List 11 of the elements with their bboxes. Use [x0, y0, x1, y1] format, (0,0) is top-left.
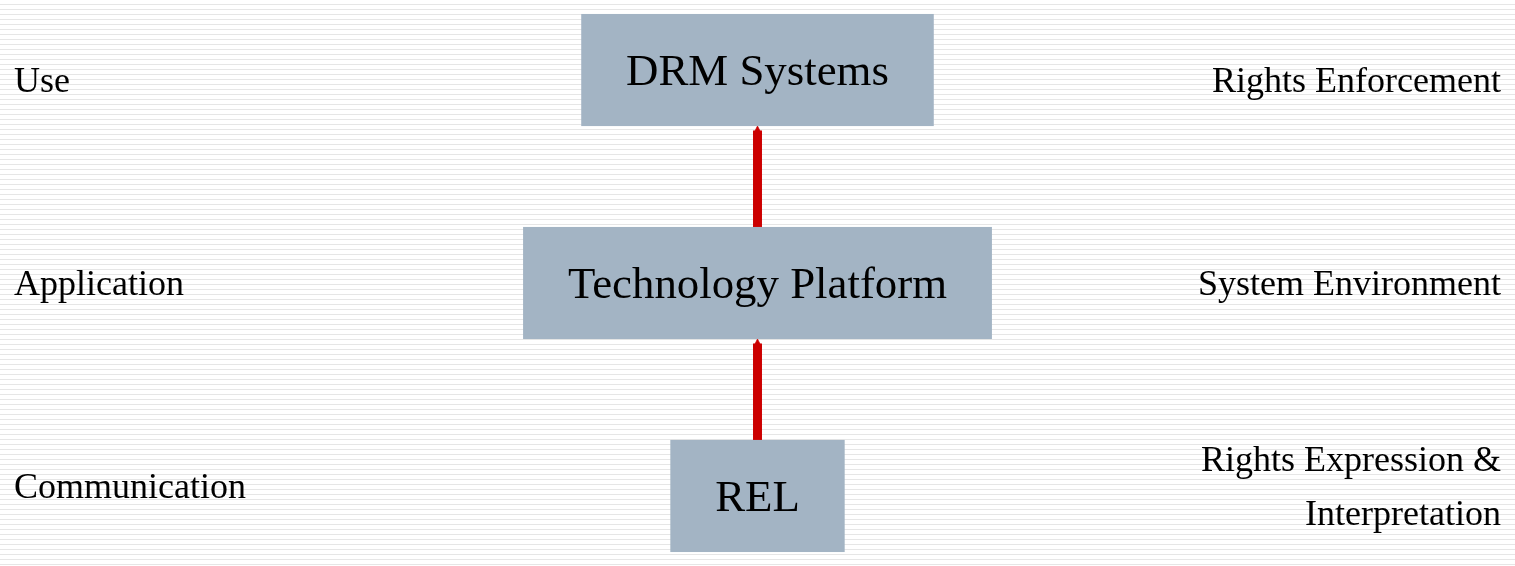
node-box: DRM Systems	[581, 13, 934, 127]
node-box: Technology Platform	[523, 226, 992, 340]
arrow	[752, 125, 763, 227]
node-box: REL	[670, 439, 845, 553]
arrow	[752, 338, 763, 440]
function-label: Rights Expression & Interpretation	[1200, 438, 1501, 535]
layer-label: Use	[14, 59, 70, 102]
function-label: Rights Enforcement	[1212, 59, 1501, 102]
layer-label: Communication	[14, 465, 246, 508]
function-label: System Environment	[1198, 262, 1501, 305]
layer-label: Application	[14, 262, 184, 305]
